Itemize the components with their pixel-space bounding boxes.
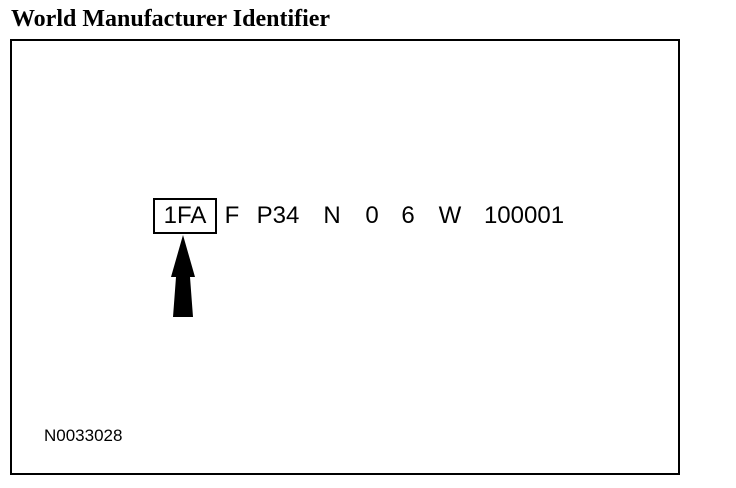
vin-segment-wmi: 1FA	[153, 198, 217, 234]
vin-segment-4: N	[323, 202, 341, 229]
vin-segment-6: 6	[401, 202, 415, 229]
diagram-frame	[10, 39, 680, 475]
reference-code: N0033028	[44, 426, 123, 445]
vin-segment-7: W	[438, 202, 462, 229]
up-arrow-icon	[171, 235, 195, 317]
vin-segment-8: 100001	[483, 202, 565, 229]
vin-segment-2: F	[224, 202, 240, 229]
page-title: World Manufacturer Identifier	[11, 6, 331, 32]
vin-segment-3: P34	[256, 202, 300, 229]
vin-segment-5: 0	[365, 202, 379, 229]
